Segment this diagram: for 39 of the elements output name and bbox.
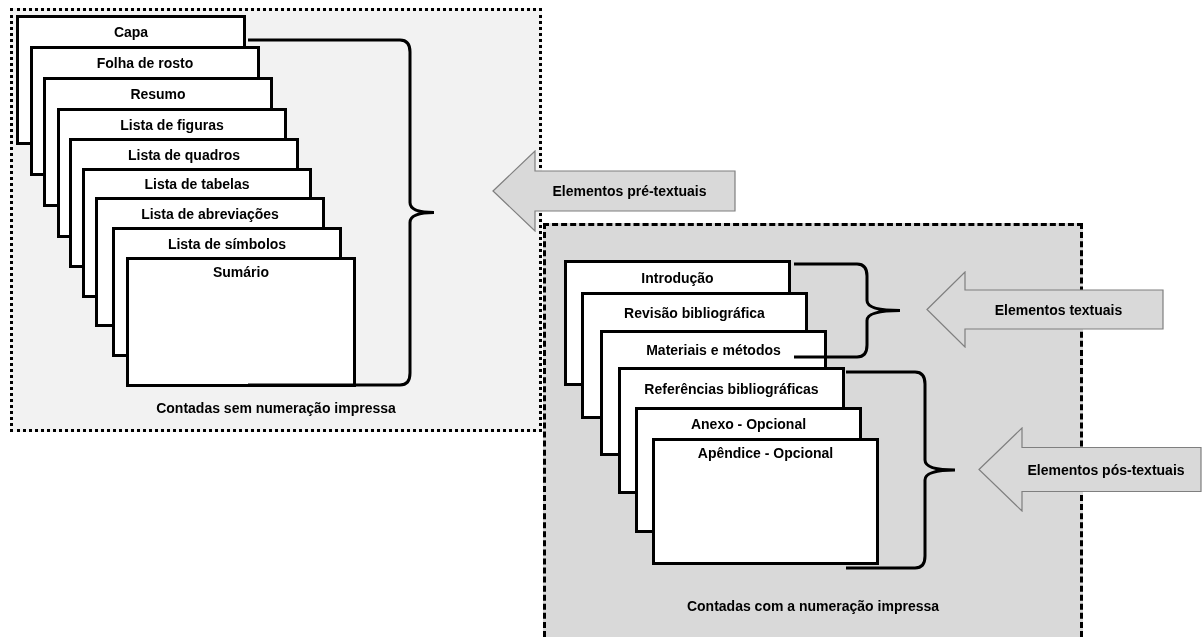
page-title: Lista de figuras — [120, 115, 224, 134]
page-box — [564, 260, 791, 292]
block-arrow — [978, 427, 1202, 512]
page-title: Sumário — [213, 263, 269, 281]
page-box — [43, 77, 273, 108]
page-title: Resumo — [130, 85, 186, 103]
page-box — [600, 330, 827, 367]
page-box — [618, 367, 845, 407]
page-title: Referências bibliográficas — [644, 379, 819, 398]
page-box — [581, 292, 808, 330]
arrow-label: Elementos textuais — [994, 300, 1123, 319]
group-panel — [10, 8, 542, 432]
page-box — [30, 46, 260, 77]
page-title: Introdução — [641, 268, 714, 287]
page-title: Revisão bibliográfica — [624, 303, 765, 322]
page-title: Lista de quadros — [128, 145, 240, 164]
page-title: Folha de rosto — [96, 54, 194, 72]
page-title: Lista de símbolos — [167, 234, 287, 253]
page-box — [69, 138, 299, 168]
page-box — [112, 227, 342, 257]
page-title: Capa — [113, 23, 149, 41]
page-title: Apêndice - Opcional — [697, 444, 834, 462]
page-title: Lista de tabelas — [144, 175, 250, 193]
page-box — [57, 108, 287, 138]
page-title: Materiais e métodos — [646, 341, 781, 359]
page-title: Lista de abreviações — [141, 204, 279, 223]
arrow-label: Elementos pré-textuais — [552, 182, 707, 200]
block-arrow — [492, 150, 736, 232]
page-box — [16, 15, 246, 46]
page-box — [126, 257, 356, 387]
arrow-label: Elementos pós-textuais — [1027, 460, 1185, 479]
page-box — [95, 197, 325, 227]
group-caption: Contadas sem numeração impressa — [155, 399, 397, 418]
page-box — [652, 438, 879, 565]
page-box — [82, 168, 312, 197]
block-arrow — [926, 271, 1164, 348]
page-title: Anexo - Opcional — [690, 415, 807, 433]
page-box — [635, 407, 862, 438]
group-caption: Contadas com a numeração impressa — [685, 597, 941, 616]
